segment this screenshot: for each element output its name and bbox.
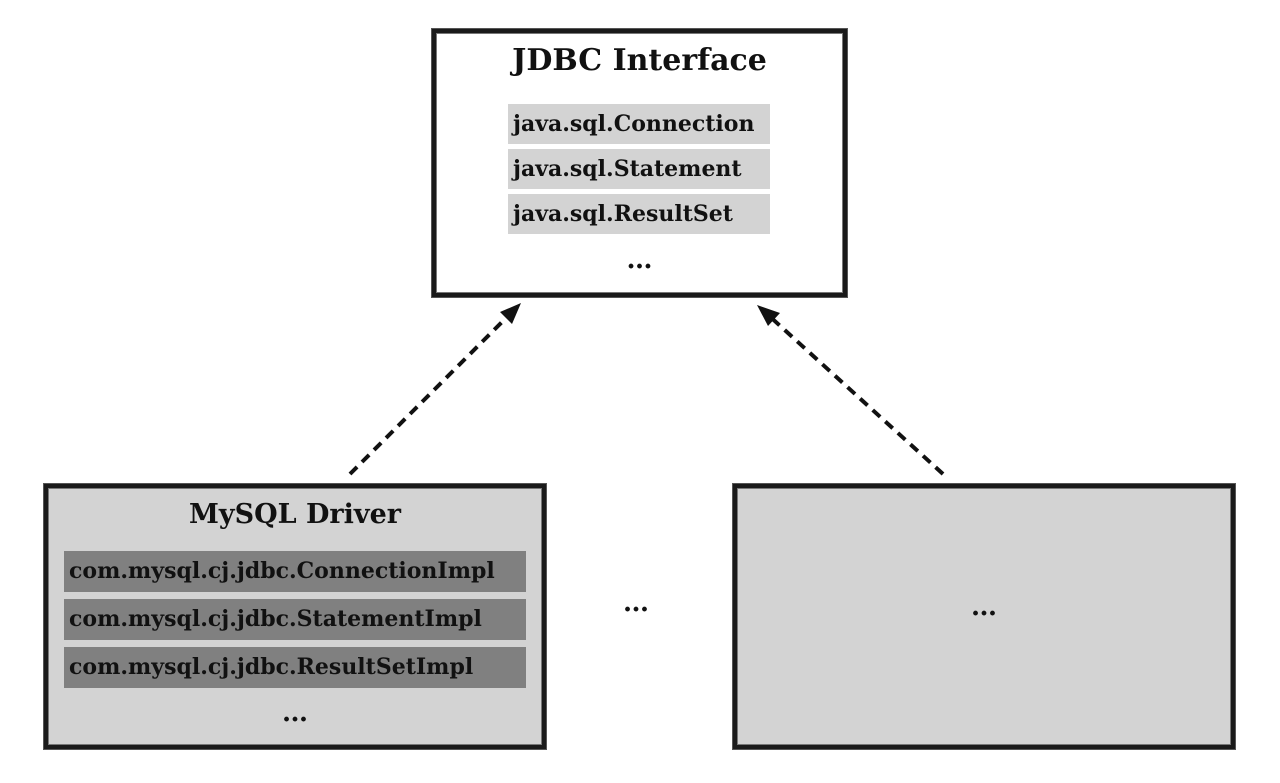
interface-ellipsis: … [626,245,653,275]
mysql-driver-title: MySQL Driver [189,499,401,530]
arrowhead-other [757,305,780,326]
mysql-item-statementimpl: com.mysql.cj.jdbc.StatementImpl [64,599,526,640]
mysql-item-resultsetimpl: com.mysql.cj.jdbc.ResultSetImpl [64,647,526,688]
interface-item-resultset: java.sql.ResultSet [508,194,770,234]
arrow-mysql-to-interface [348,310,514,476]
jdbc-interface-title: JDBC Interface [512,43,767,78]
arrow-other-to-interface [764,311,945,476]
other-driver-ellipsis: … [971,592,997,622]
arrowhead-mysql [500,303,521,324]
interface-item-statement: java.sql.Statement [508,149,770,189]
mysql-item-connectionimpl: com.mysql.cj.jdbc.ConnectionImpl [64,551,526,592]
mysql-driver-box: MySQL Driver com.mysql.cj.jdbc.Connectio… [44,484,546,749]
interface-item-connection: java.sql.Connection [508,104,770,144]
middle-ellipsis: … [623,588,649,618]
jdbc-interface-box: JDBC Interface java.sql.Connection java.… [432,29,847,297]
mysql-ellipsis: … [282,698,308,728]
other-driver-box: … [733,484,1235,749]
